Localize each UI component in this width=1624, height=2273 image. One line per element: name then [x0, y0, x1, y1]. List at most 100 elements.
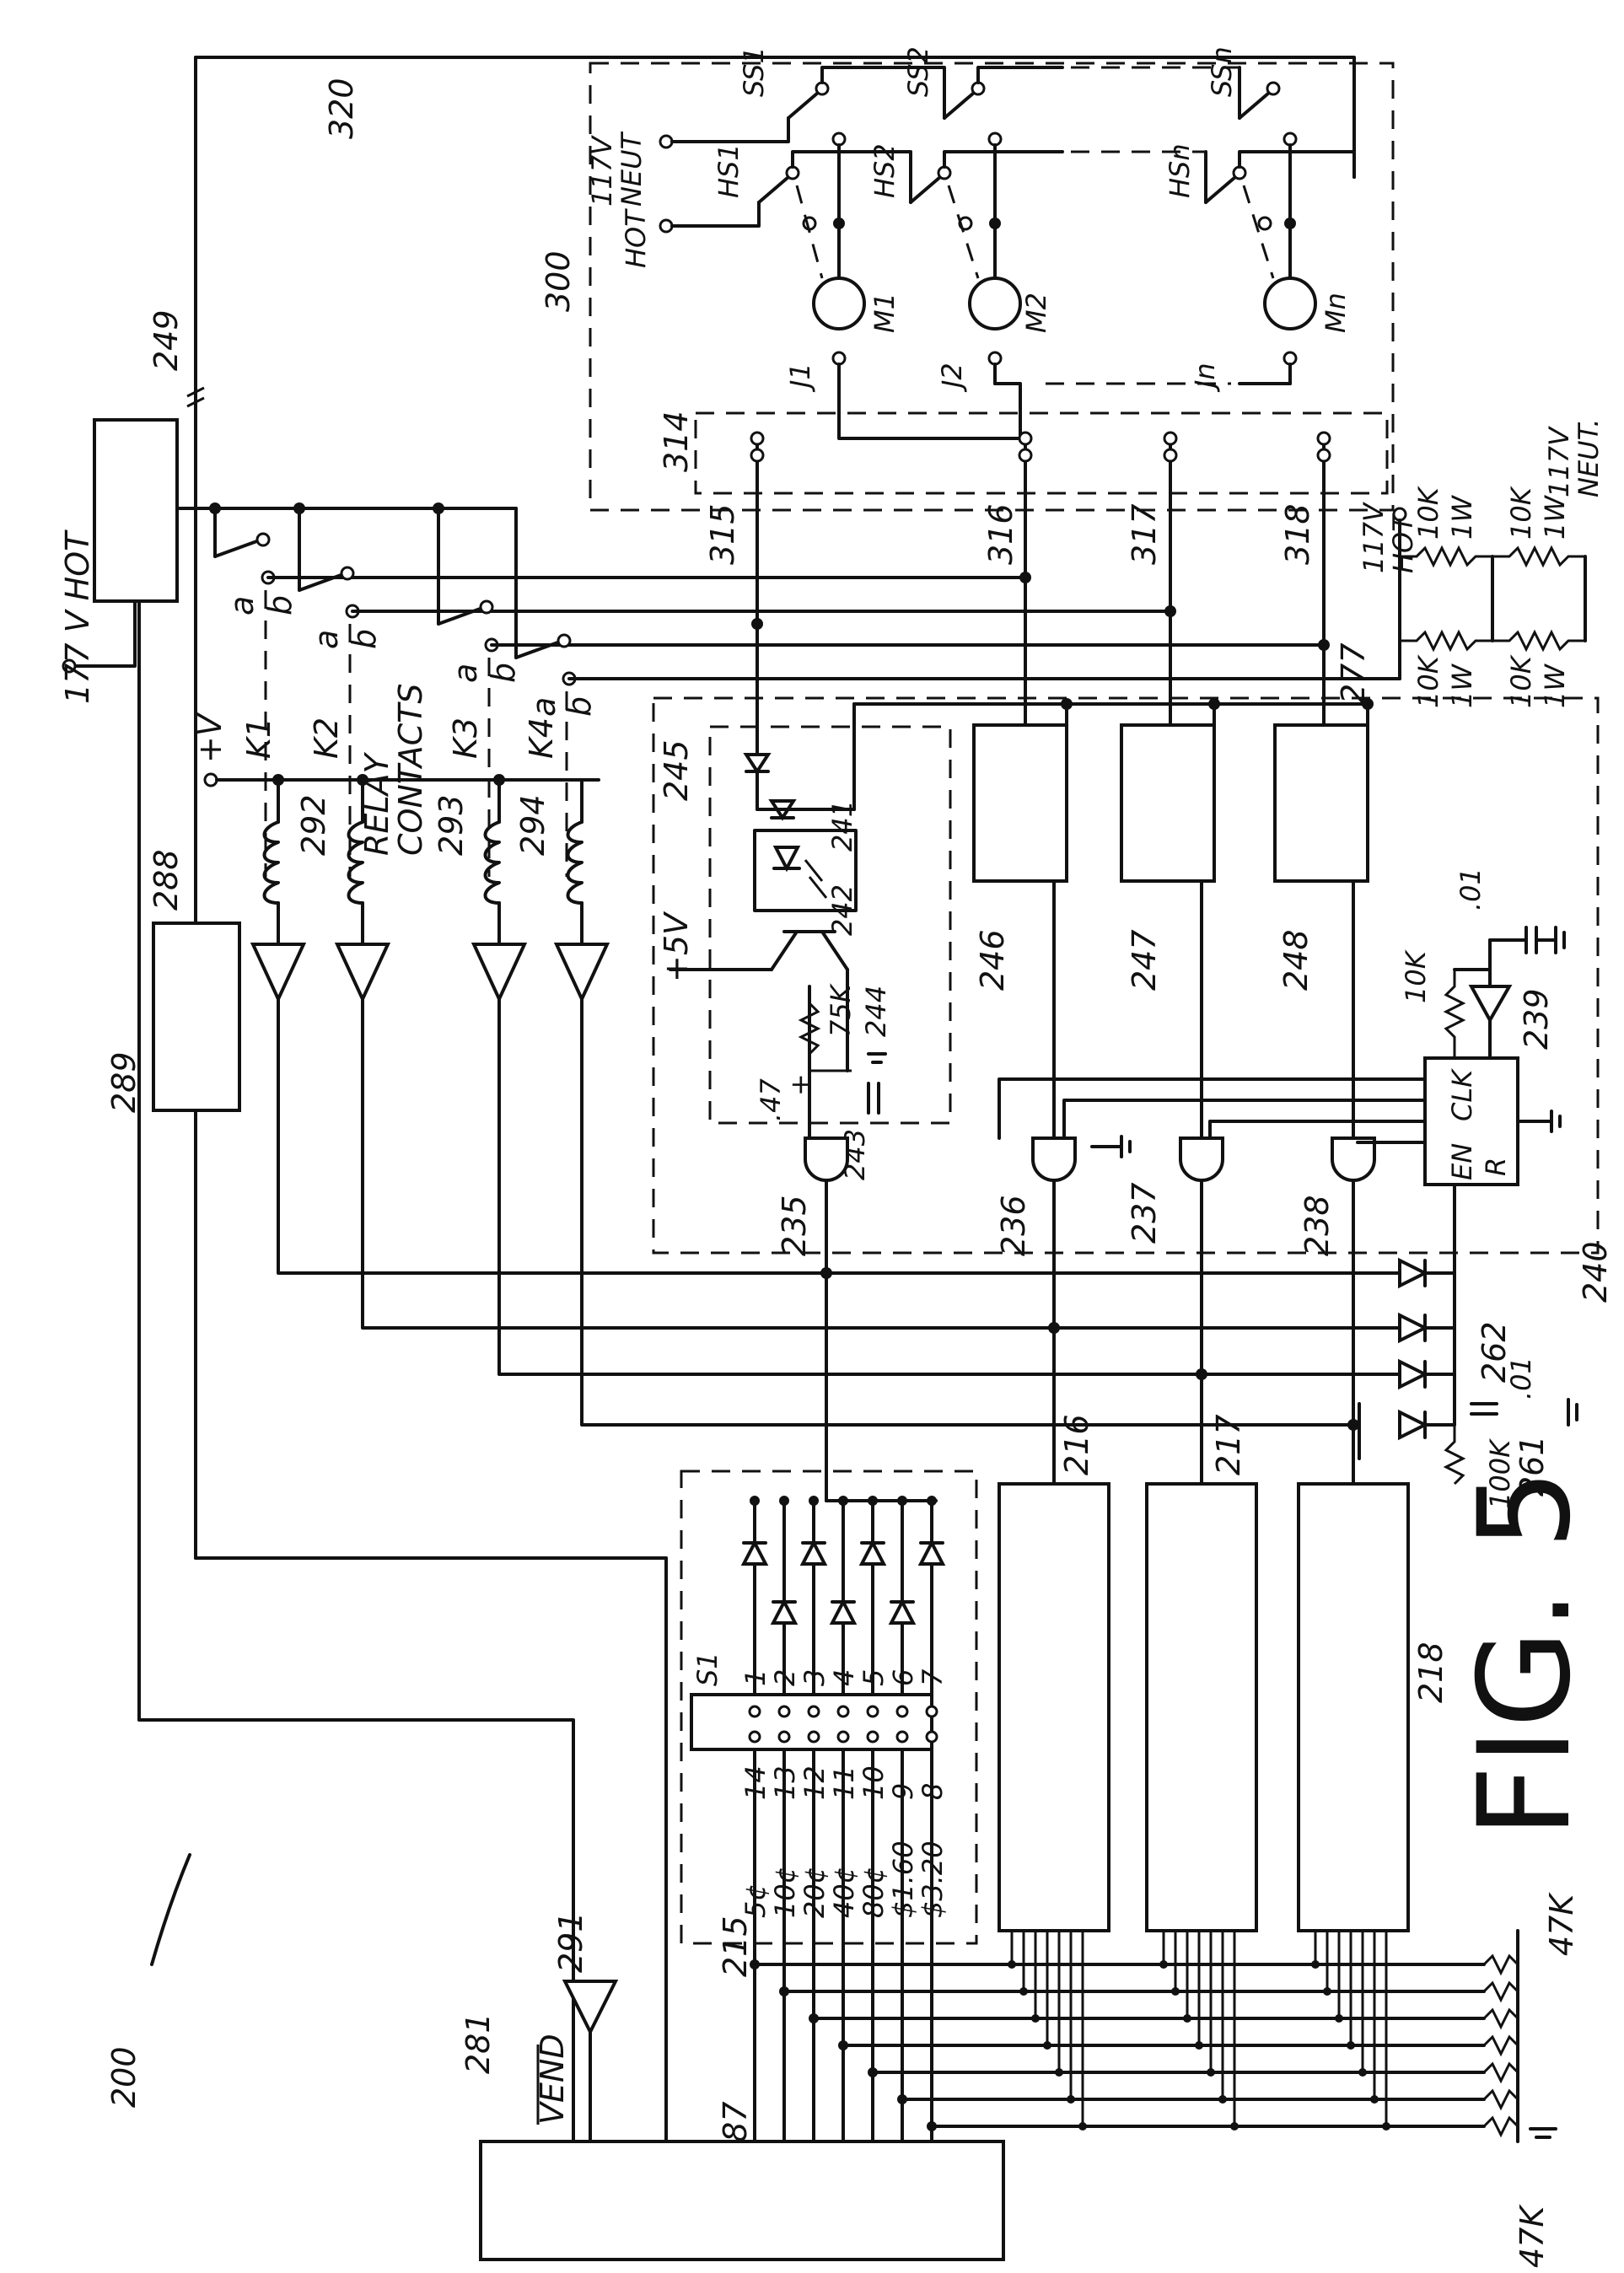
- relay-contact-k3: a b: [437, 599, 1326, 683]
- relay-contact-k1: a b: [213, 532, 1027, 615]
- label-plus-v: +V: [191, 712, 229, 763]
- svg-text:238: 238: [1299, 1195, 1336, 1256]
- svg-text:NEUT.: NEUT.: [1573, 419, 1605, 498]
- switch-contact: [748, 1705, 761, 1718]
- switch-contact: [925, 1705, 938, 1718]
- svg-text:SSn: SSn: [1206, 46, 1238, 97]
- svg-text:236: 236: [995, 1195, 1032, 1256]
- and-gate-235: [804, 1136, 849, 1182]
- switch-diode: [770, 1496, 799, 1696]
- label-vend: VEND: [534, 2034, 571, 2125]
- svg-text:293: 293: [433, 794, 470, 856]
- main-wiring: [137, 56, 1356, 2143]
- switch-pin-right: 3: [799, 1669, 831, 1686]
- svg-text:CONTACTS: CONTACTS: [392, 684, 429, 856]
- svg-text:K4: K4: [523, 717, 560, 759]
- svg-text:b: b: [485, 663, 522, 683]
- svg-text:J2: J2: [936, 363, 968, 393]
- svg-text:248: 248: [1277, 929, 1315, 991]
- svg-text:246: 246: [974, 929, 1011, 991]
- svg-text:75K: 75K: [825, 982, 857, 1037]
- svg-text:316: 316: [982, 503, 1019, 565]
- box-288: 288 289: [105, 849, 241, 1113]
- svg-text:b: b: [346, 629, 383, 649]
- svg-text:K3: K3: [447, 717, 484, 759]
- relay-drivers: 291 292 293 294: [207, 794, 1401, 1427]
- diode-or-bank: 100K 261 .01 262: [820, 1179, 1578, 1509]
- svg-text:RELAY: RELAY: [358, 751, 395, 856]
- svg-text:200: 200: [105, 2046, 143, 2108]
- svg-text:242: 242: [826, 884, 858, 936]
- svg-text:239: 239: [1518, 988, 1555, 1050]
- svg-text:318: 318: [1279, 503, 1316, 565]
- svg-text:244: 244: [860, 986, 892, 1037]
- svg-text:M2: M2: [1020, 293, 1052, 333]
- switch-pin-right: 5: [858, 1669, 890, 1686]
- and-gate-238: [1331, 1136, 1376, 1182]
- svg-text:HOT: HOT: [1387, 513, 1419, 573]
- svg-text:EN: EN: [1446, 1143, 1478, 1180]
- svg-text:10K: 10K: [1412, 485, 1444, 540]
- svg-text:1W: 1W: [1446, 495, 1478, 540]
- svg-text:1W: 1W: [1446, 664, 1478, 708]
- svg-text:1W: 1W: [1539, 495, 1571, 540]
- switch-block-215: 215 S1 1145¢21310¢31220¢41140¢51080¢69$1…: [680, 1470, 978, 1977]
- svg-text:10K: 10K: [1505, 653, 1537, 708]
- svg-text:215: 215: [717, 1916, 754, 1977]
- svg-text:117V: 117V: [586, 135, 618, 207]
- svg-text:47K: 47K: [1514, 2204, 1551, 2268]
- switch-diode: [829, 1496, 858, 1696]
- switch-contact: [925, 1730, 938, 1744]
- switch-diode: [858, 1496, 887, 1696]
- svg-text:216: 216: [1058, 1414, 1095, 1475]
- relay-contact-k2: a b: [298, 566, 1172, 649]
- svg-text:294: 294: [514, 794, 551, 856]
- svg-text:J1: J1: [784, 363, 816, 393]
- switch-contact: [866, 1730, 879, 1744]
- switch-contact: [895, 1705, 909, 1718]
- counter-chips: 216 217 218: [998, 1414, 1449, 1932]
- bus-line: [809, 1748, 1519, 2143]
- switch-contact: [748, 1730, 761, 1744]
- svg-text:Mn: Mn: [1320, 293, 1352, 333]
- bus-line: [927, 1748, 1519, 2143]
- switch-contact: [777, 1705, 791, 1718]
- svg-text:288: 288: [148, 849, 185, 911]
- svg-text:.47: .47: [755, 1077, 787, 1121]
- relay-contacts: a b a b a b a b: [213, 532, 1401, 877]
- svg-text:218: 218: [1412, 1642, 1449, 1703]
- hot-supply-249: 177 V HOT 249 320: [59, 78, 360, 704]
- svg-text:315: 315: [704, 503, 741, 565]
- svg-text:a: a: [447, 664, 484, 683]
- switch-contact: [807, 1730, 820, 1744]
- svg-text:S1: S1: [691, 1652, 723, 1686]
- svg-text:a: a: [525, 697, 562, 717]
- bus-line: [838, 1748, 1519, 2143]
- ref-249: 249: [148, 309, 185, 371]
- svg-text:CLK: CLK: [1446, 1067, 1478, 1121]
- panel-300: 300 314 117V NEUT HOT SS1 SS2 SSn: [540, 46, 1395, 512]
- svg-text:291: 291: [552, 1911, 589, 1973]
- switch-diode: [917, 1496, 946, 1696]
- switch-contact: [836, 1730, 850, 1744]
- svg-text:240: 240: [1577, 1241, 1614, 1303]
- svg-text:b: b: [261, 595, 298, 615]
- svg-text:261: 261: [1514, 1435, 1551, 1497]
- coil-k3: [483, 774, 505, 946]
- svg-text:10K: 10K: [1412, 653, 1444, 708]
- svg-text:100K: 100K: [1484, 1437, 1516, 1509]
- svg-text:+5V: +5V: [658, 911, 695, 982]
- switch-contact: [866, 1705, 879, 1718]
- svg-text:245: 245: [658, 739, 695, 801]
- switch-contact: [895, 1730, 909, 1744]
- svg-text:SS1: SS1: [738, 46, 770, 97]
- switch-contact: [777, 1730, 791, 1744]
- switch-pin-right: 7: [917, 1668, 949, 1686]
- coil-k2: [347, 774, 368, 946]
- switch-contact: [807, 1705, 820, 1718]
- svg-text:217: 217: [1210, 1414, 1247, 1475]
- ref-320: 320: [323, 78, 360, 139]
- svg-text:Jn: Jn: [1189, 363, 1221, 393]
